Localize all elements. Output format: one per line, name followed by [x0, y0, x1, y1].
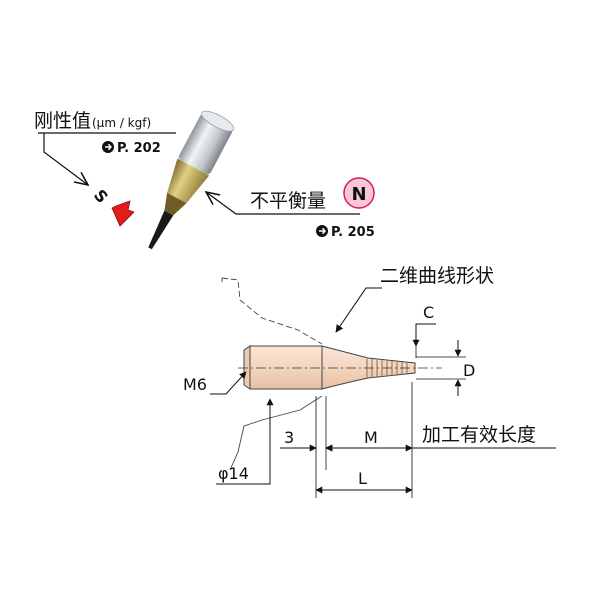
- stiffness-ref-text: P. 202: [117, 141, 161, 156]
- holder-outline-upper: [221, 277, 323, 345]
- thread-lines: [366, 359, 408, 378]
- stiffness-ref[interactable]: P. 202: [102, 141, 161, 156]
- part-taper: [321, 345, 416, 390]
- balance-ref[interactable]: P. 205: [316, 225, 375, 240]
- s-marker: S: [90, 186, 112, 207]
- dim-c-leader: [412, 323, 436, 347]
- stiffness-unit: (μm / kgf): [92, 116, 151, 130]
- curve-label: 二维曲线形状: [380, 265, 494, 287]
- dim-3: 3: [284, 428, 294, 447]
- balance-label: 不平衡量: [250, 190, 326, 212]
- load-arrow-icon: [111, 200, 135, 227]
- curve-leader: [335, 287, 382, 333]
- balance-leader: [206, 192, 360, 215]
- dim-c: C: [423, 303, 434, 322]
- stiffness-label: 刚性值: [34, 110, 91, 132]
- part-chamfer: [243, 345, 251, 390]
- dim-m6-leader: [210, 371, 247, 395]
- dim-m: M: [364, 428, 378, 447]
- balance-ref-text: P. 205: [331, 225, 375, 240]
- dim-phi14: φ14: [218, 464, 249, 483]
- part-shank: [249, 345, 323, 390]
- holder-outline-lower: [229, 395, 323, 471]
- dim-phi14-leader: [216, 398, 274, 485]
- dim-d: D: [463, 361, 475, 380]
- balance-badge-text: N: [351, 184, 366, 205]
- balance-badge-circle: [343, 177, 375, 209]
- tool-drawing: [221, 277, 442, 471]
- tool-illustration: [148, 110, 235, 250]
- balance-badge: N: [343, 177, 375, 209]
- dim-m6: M6: [183, 375, 207, 394]
- stiffness-leader: [43, 133, 88, 185]
- tool-shank: [148, 110, 235, 250]
- effective-length-label: 加工有效长度: [422, 424, 536, 446]
- dim-l: L: [358, 469, 367, 488]
